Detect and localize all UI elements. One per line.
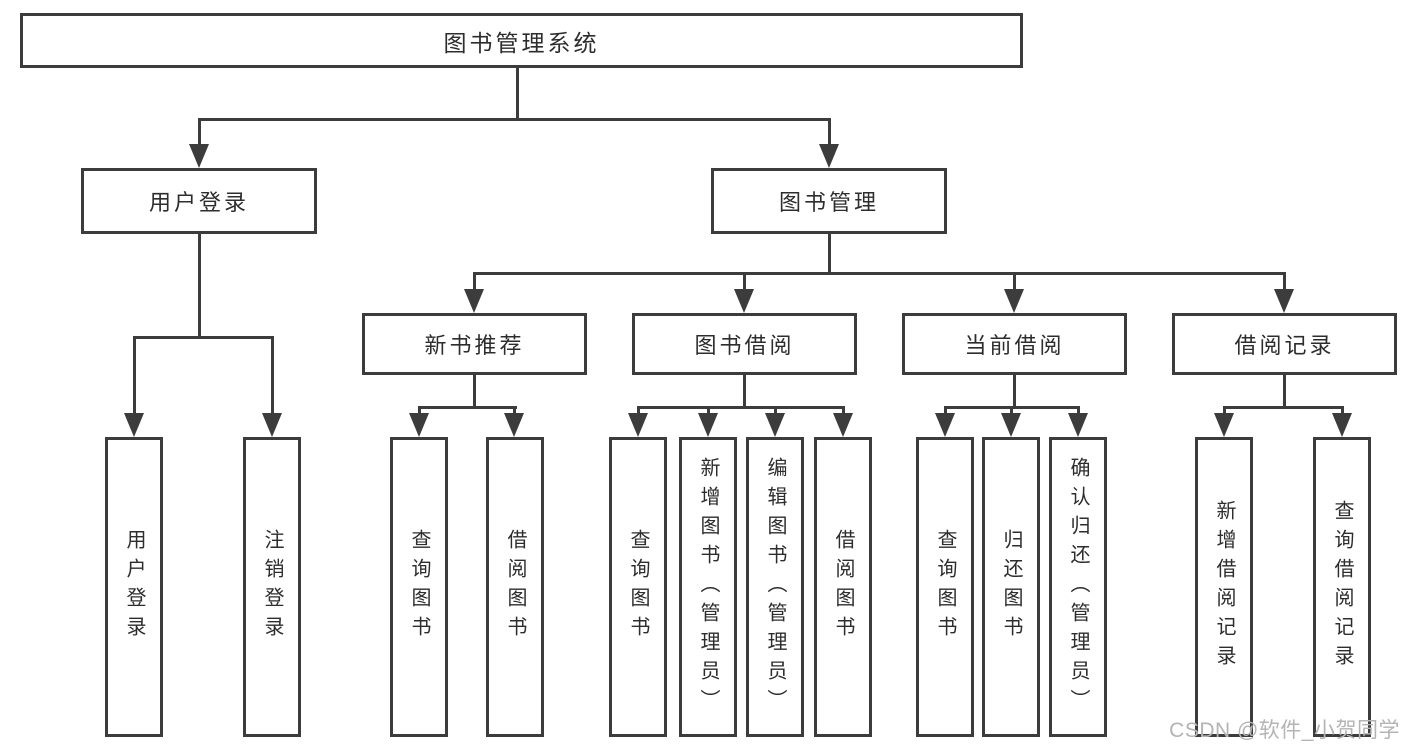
connector-recommend-shaft-2 [513,406,516,416]
connector-bookmgmt-shaft-3 [1013,272,1016,292]
connector-records-shaft-1 [1223,406,1226,416]
node-book-management: 图书管理 [711,168,947,234]
node-label: 用户登录 [123,529,145,645]
node-borrow-records: 借阅记录 [1172,313,1397,375]
connector-borrow-bar [637,406,845,409]
node-label: 编辑图书（管理员） [764,456,786,718]
arrowhead-down-icon [765,413,785,437]
arrowhead-down-icon [189,144,209,168]
node-label: 当前借阅 [964,333,1065,358]
connector-current-shaft-3 [1077,406,1080,416]
node-label: 新书推荐 [424,333,525,358]
node-label: 查询图书 [627,529,649,645]
node-label: 图书管理 [778,190,879,215]
connector-records-stem [1283,375,1286,408]
connector-borrow-shaft-3 [774,406,777,416]
arrowhead-down-icon [833,413,853,437]
connector-current-shaft-1 [944,406,947,416]
connector-userlogin-bar [133,336,274,339]
connector-records-shaft-2 [1341,406,1344,416]
node-library-system: 图书管理系统 [20,13,1023,68]
leaf-query-books-current: 查询图书 [916,437,974,737]
node-current-borrow: 当前借阅 [902,313,1127,375]
leaf-borrow-books-borrow: 借阅图书 [814,437,872,737]
connector-recommend-shaft-1 [418,406,421,416]
arrowhead-down-icon [124,413,144,437]
connector-records-bar [1223,406,1344,409]
node-label: 注销登录 [261,529,283,645]
arrowhead-down-icon [464,289,484,313]
arrowhead-down-icon [1001,413,1021,437]
connector-recommend-stem [473,375,476,408]
arrowhead-down-icon [819,144,839,168]
leaf-confirm-return-admin: 确认归还（管理员） [1049,437,1107,737]
arrowhead-down-icon [1004,289,1024,313]
arrowhead-down-icon [698,413,718,437]
connector-current-stem [1013,375,1016,408]
node-label: 借阅记录 [1234,333,1335,358]
arrowhead-down-icon [409,413,429,437]
leaf-add-book-admin: 新增图书（管理员） [679,437,737,737]
node-label: 查询图书 [408,529,430,645]
connector-root-left-shaft [198,118,201,146]
arrowhead-down-icon [1068,413,1088,437]
arrowhead-down-icon [734,289,754,313]
connector-borrow-shaft-4 [842,406,845,416]
connector-bookmgmt-stem [828,234,831,275]
leaf-query-books-recommend: 查询图书 [390,437,448,737]
node-label: 确认归还（管理员） [1067,456,1089,718]
leaf-user-login: 用户登录 [105,437,163,737]
node-label: 图书借阅 [694,333,795,358]
leaf-edit-book-admin: 编辑图书（管理员） [746,437,804,737]
node-label: 图书管理系统 [443,29,600,56]
leaf-add-borrow-record: 新增借阅记录 [1195,437,1253,737]
arrowhead-down-icon [262,413,282,437]
node-label: 新增图书（管理员） [697,456,719,718]
node-label: 新增借阅记录 [1213,500,1235,674]
connector-current-shaft-2 [1010,406,1013,416]
connector-bookmgmt-bar [473,272,1286,275]
connector-bookmgmt-shaft-4 [1283,272,1286,292]
arrowhead-down-icon [628,413,648,437]
leaf-borrow-books-recommend: 借阅图书 [486,437,544,737]
connector-root-stem [516,68,519,120]
leaf-logout: 注销登录 [243,437,301,737]
arrowhead-down-icon [1274,289,1294,313]
node-label: 借阅图书 [832,529,854,645]
connector-bookmgmt-shaft-2 [743,272,746,292]
connector-userlogin-left-shaft [133,336,136,416]
node-user-login: 用户登录 [81,168,317,234]
leaf-query-borrow-record: 查询借阅记录 [1313,437,1371,737]
connector-userlogin-right-shaft [271,336,274,416]
arrowhead-down-icon [1214,413,1234,437]
connector-bookmgmt-shaft-1 [473,272,476,292]
arrowhead-down-icon [935,413,955,437]
connector-root-bar [198,118,831,121]
node-label: 查询借阅记录 [1331,500,1353,674]
node-label: 归还图书 [1000,529,1022,645]
connector-borrow-shaft-1 [637,406,640,416]
node-label: 用户登录 [148,190,249,215]
arrowhead-down-icon [504,413,524,437]
node-new-book-recommend: 新书推荐 [362,313,587,375]
connector-borrow-stem [743,375,746,408]
arrowhead-down-icon [1332,413,1352,437]
connector-recommend-bar [418,406,517,409]
node-book-borrow: 图书借阅 [632,313,857,375]
connector-userlogin-stem [198,234,201,338]
connector-root-right-shaft [828,118,831,146]
leaf-query-books-borrow: 查询图书 [609,437,667,737]
node-label: 借阅图书 [504,529,526,645]
node-label: 查询图书 [934,529,956,645]
csdn-watermark: CSDN @软件_小贺同学 [1169,719,1400,742]
leaf-return-books: 归还图书 [982,437,1040,737]
connector-borrow-shaft-2 [707,406,710,416]
